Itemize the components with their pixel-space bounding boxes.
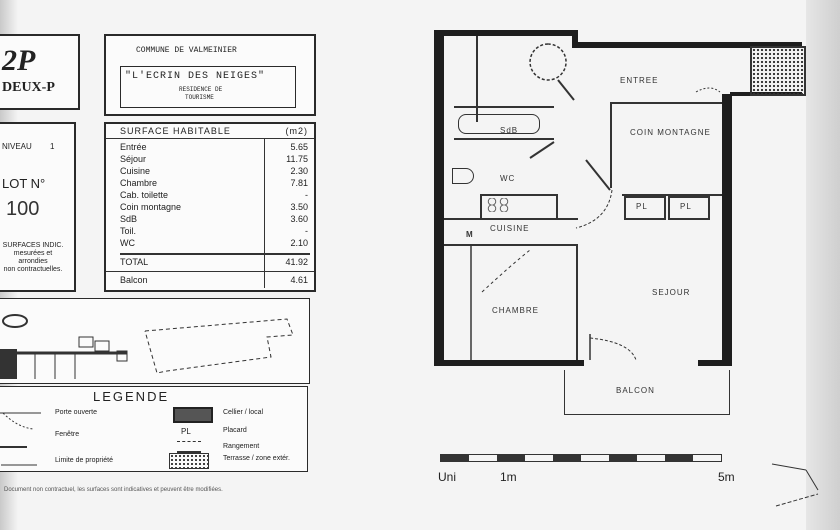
cuisine-divider [444,218,578,220]
legend-item-storage: Rangement [223,443,260,450]
legend-item-terrace: Terrasse / zone extér. [223,455,290,462]
scan-shadow-right [806,0,840,530]
legend-cellier-icon [173,407,213,423]
wall-top-right [572,42,802,48]
wall-right [722,94,732,364]
commune-name: COMMUNE DE VALMEINIER [136,46,237,55]
placard-right-box [668,196,710,220]
floor-plan: ENTREE COIN MONTAGNE SdB WC CUISINE CHAM… [430,30,810,470]
residence-box: "L'ECRIN DES NEIGES" RESIDENCE DE TOURIS… [120,66,296,108]
wall-top-left [434,30,574,36]
room-label-entree: ENTREE [620,76,659,85]
surface-table-header: SURFACE HABITABLE (m2) [106,124,314,139]
scale-bar [440,454,722,462]
wall-bottom-left [434,360,584,366]
legend-box: LEGENDE Porte ouverte Fenêtre Limite de … [0,386,308,472]
type-badge-box: 2P DEUX-P [0,34,80,110]
type-code: 2P [2,44,36,77]
legend-placard-icon: PL [181,427,191,436]
scale-label-end: 5m [718,470,735,484]
partition-chambre-right [576,244,578,360]
bathtub-icon [458,114,540,134]
project-box: COMMUNE DE VALMEINIER "L'ECRIN DES NEIGE… [104,34,316,116]
surface-row: Cab. toilette- [120,190,308,200]
surface-row: Toil.- [120,226,308,236]
value-column-divider [264,138,265,288]
room-label-placard-right: PL [680,202,692,211]
lot-number: 100 [6,198,40,220]
scale-label-mid: 1m [500,470,517,484]
stove-icon [486,198,510,212]
situation-plan [0,298,310,384]
legend-item-window: Fenêtre [55,431,80,438]
front-door-swing [529,43,567,81]
room-label-wc: WC [500,174,516,183]
level-label: NIVEAU [2,142,32,151]
residence-label: RESIDENCE DE [179,86,223,93]
toilet-icon [452,168,474,184]
legend-storage-icon [177,441,201,454]
balcony-divider [106,271,314,272]
scale-label-start: Uni [438,470,457,484]
legend-title: LEGENDE [93,389,170,404]
legend-item-placard: Placard [223,427,247,434]
residence-sub: TOURISME [185,94,214,101]
lot-box: NIVEAU 1 LOT N° 100 SURFACES INDIC. mesu… [0,122,76,292]
level-value: 1 [50,142,55,151]
legend-item-door: Porte ouverte [55,409,98,416]
partition-coin-bottom [622,194,722,196]
situation-plan-drawing [0,314,294,379]
north-arrow-icon [2,314,28,328]
residence-name: "L'ECRIN DES NEIGES" [125,71,266,82]
stairs-box [750,46,806,96]
wall-left [434,30,444,364]
partition-sdb [454,106,554,140]
legend-item-cellier: Cellier / local [223,409,264,416]
lot-label: LOT N° [2,176,46,191]
type-subtitle: DEUX-P [2,80,55,95]
balcony-outline [564,370,730,415]
wall-top-step [572,30,578,48]
room-label-sejour: SEJOUR [652,288,691,297]
legend-terrace-icon [169,453,209,469]
room-label-coin-montagne: COIN MONTAGNE [630,128,711,137]
room-label-chambre: CHAMBRE [492,306,540,315]
partition-entry [610,102,612,188]
room-label-m: M [466,230,474,239]
legend-door-icon [0,412,41,466]
total-divider [120,253,310,255]
lot-note: SURFACES INDIC. mesurées et arrondies no… [2,242,64,273]
partition-sdb-vertical [476,36,478,122]
placard-left-box [624,196,666,220]
room-label-balcon: BALCON [616,386,655,395]
scan-mark [771,463,819,507]
partition-chambre-top [444,244,578,246]
room-label-sdb: SdB [500,126,519,135]
legend-item-boundary: Limite de propriété [55,457,113,464]
room-label-placard-left: PL [636,202,648,211]
partition-coin-top [610,102,722,104]
wall-bottom-right [698,360,732,366]
doors-layer [481,43,721,361]
footer-note: Document non contractuel, les surfaces s… [4,487,223,493]
wardrobe-strip [470,246,472,360]
room-label-cuisine: CUISINE [490,224,530,233]
